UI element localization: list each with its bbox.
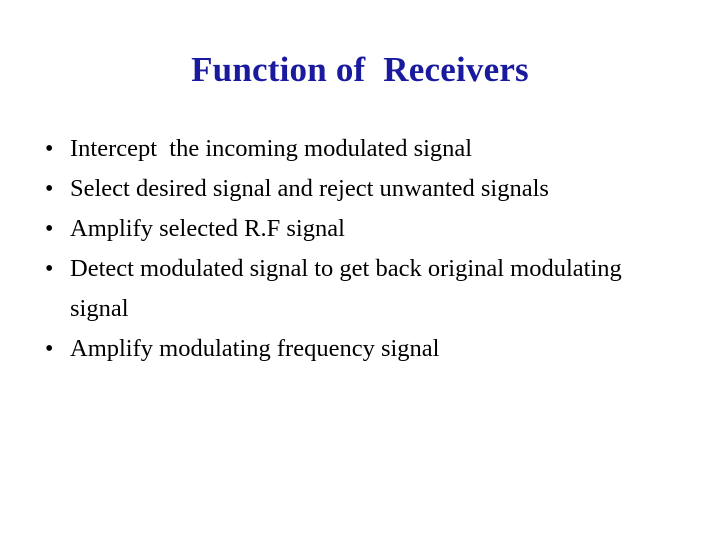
list-item: • Detect modulated signal to get back or…	[38, 249, 678, 329]
list-item: • Amplify selected R.F signal	[38, 209, 678, 249]
list-item-label: Select desired signal and reject unwante…	[70, 175, 549, 202]
bullet-list: • Intercept the incoming modulated signa…	[38, 129, 678, 369]
bullet-point-icon: •	[45, 256, 54, 282]
list-item-label: Detect modulated signal to get back orig…	[70, 255, 628, 322]
bullet-point-icon: •	[45, 336, 54, 362]
page-title: Function of Receivers	[191, 50, 529, 89]
list-item-label: Amplify selected R.F signal	[70, 215, 345, 242]
list-item: • Select desired signal and reject unwan…	[38, 169, 678, 209]
list-item: • Intercept the incoming modulated signa…	[38, 129, 678, 169]
list-item: • Amplify modulating frequency signal	[38, 329, 678, 369]
bullet-point-icon: •	[45, 216, 54, 242]
list-item-label: Intercept the incoming modulated signal	[70, 135, 473, 162]
bullet-point-icon: •	[45, 136, 54, 162]
bullet-point-icon: •	[45, 176, 54, 202]
list-item-label: Amplify modulating frequency signal	[70, 335, 440, 362]
